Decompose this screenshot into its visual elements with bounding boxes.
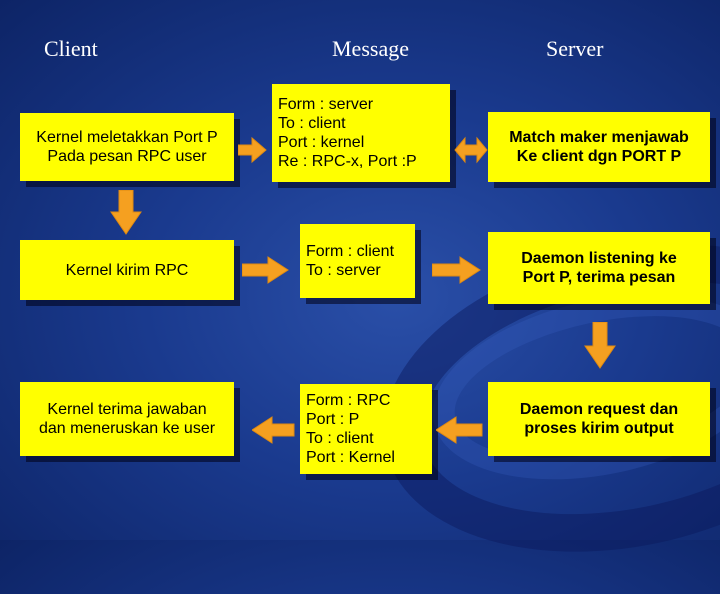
arrow-left-to-message-3 xyxy=(436,416,483,444)
client-step-2-box: Kernel kirim RPC xyxy=(20,240,234,300)
server-step-3-box: Daemon request dan proses kirim output xyxy=(488,382,710,456)
message-3-text: Form : RPC Port : P To : client Port : K… xyxy=(306,392,395,466)
arrow-double-message-1-server-1 xyxy=(454,136,488,164)
message-2-text: Form : client To : server xyxy=(306,243,395,279)
header-client: Client xyxy=(44,36,98,61)
client-step-1-text: Kernel meletakkan Port P Pada pesan RPC … xyxy=(36,129,218,165)
arrow-right-to-message-2 xyxy=(242,256,289,284)
arrow-down-client xyxy=(110,190,142,235)
server-step-3-text: Daemon request dan proses kirim output xyxy=(519,401,679,437)
client-step-3-text: Kernel terima jawaban dan meneruskan ke … xyxy=(38,401,216,437)
header-server: Server xyxy=(546,36,604,61)
arrow-right-to-server-2 xyxy=(432,256,481,284)
message-1-box: Form : server To : client Port : kernel … xyxy=(272,84,450,182)
server-step-1-text: Match maker menjawab Ke client dgn PORT … xyxy=(509,129,689,165)
server-step-2-box: Daemon listening ke Port P, terima pesan xyxy=(488,232,710,304)
message-3-box: Form : RPC Port : P To : client Port : K… xyxy=(300,384,432,474)
arrow-left-to-client-3 xyxy=(252,416,295,444)
message-2-box: Form : client To : server xyxy=(300,224,415,298)
client-step-2-text: Kernel kirim RPC xyxy=(65,261,189,279)
server-step-1-box: Match maker menjawab Ke client dgn PORT … xyxy=(488,112,710,182)
client-step-1-box: Kernel meletakkan Port P Pada pesan RPC … xyxy=(20,113,234,181)
arrow-down-server xyxy=(584,322,616,369)
server-step-2-text: Daemon listening ke Port P, terima pesan xyxy=(521,250,677,286)
header-message: Message xyxy=(332,36,409,61)
message-1-text: Form : server To : client Port : kernel … xyxy=(278,96,417,170)
arrow-client-1-to-message-1 xyxy=(238,136,267,164)
client-step-3-box: Kernel terima jawaban dan meneruskan ke … xyxy=(20,382,234,456)
